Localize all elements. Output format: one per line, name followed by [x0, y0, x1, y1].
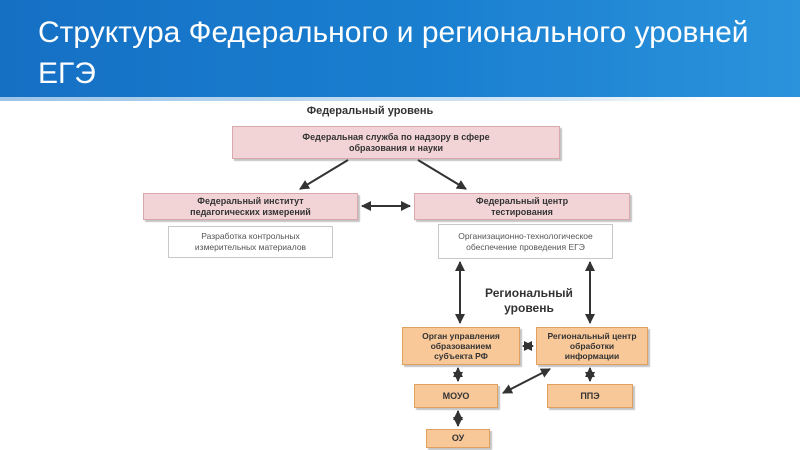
arrow-rosobrnadzor-to-fipi	[299, 159, 349, 190]
fipi-task-box: Разработка контрольных измерительных мат…	[168, 226, 333, 258]
rosobrnadzor-box: Федеральная служба по надзору в сфере об…	[232, 126, 560, 159]
federal-level-label: Федеральный уровень	[306, 105, 434, 117]
regional-authority-box: Орган управления образованием субъекта Р…	[402, 327, 520, 365]
ftc-box: Федеральный центр тестирования	[414, 193, 630, 220]
ppe-box: ППЭ	[547, 384, 633, 408]
arrow-mouo-rcoi	[502, 368, 551, 394]
fipi-box: Федеральный институт педагогических изме…	[143, 193, 358, 220]
title-banner	[0, 0, 800, 97]
slide-title: Структура Федерального и регионального у…	[38, 16, 749, 90]
mouo-box: МОУО	[414, 384, 498, 408]
rcoi-box: Региональный центр обработки информации	[536, 327, 648, 365]
ftc-task-box: Организационно-технологическое обеспечен…	[438, 224, 613, 259]
ou-box: ОУ	[426, 429, 490, 448]
banner-underline	[0, 97, 720, 101]
arrow-rosobrnadzor-to-ftc	[417, 159, 467, 190]
regional-level-label: Региональный уровень	[485, 286, 573, 315]
